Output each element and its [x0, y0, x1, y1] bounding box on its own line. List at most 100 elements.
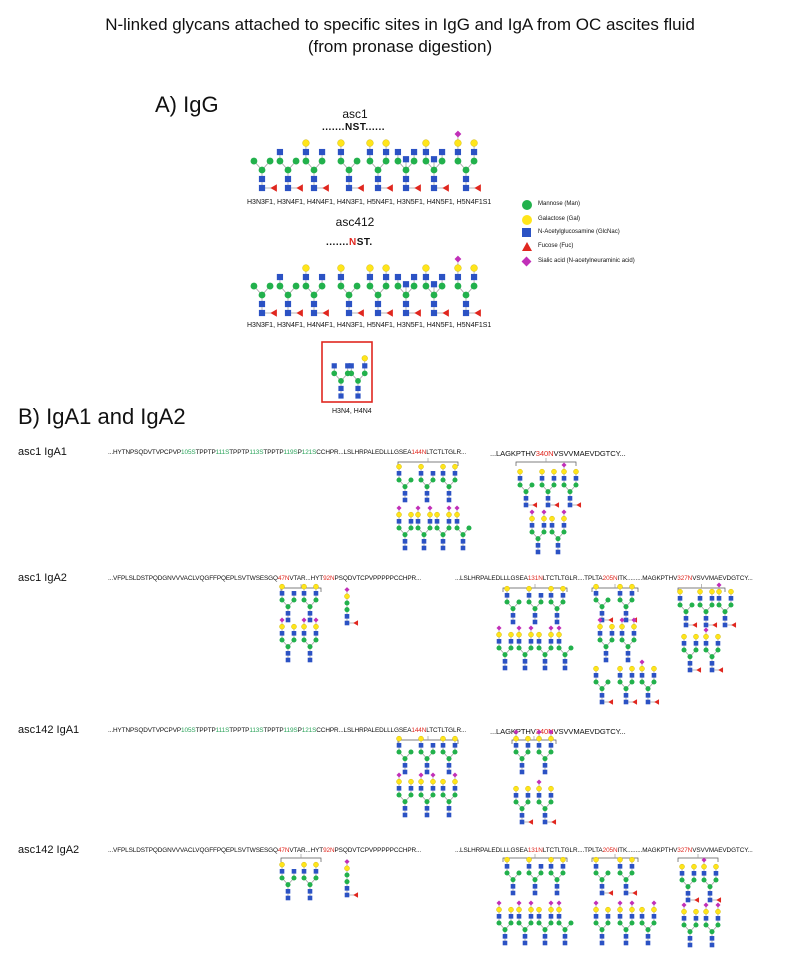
glycan — [681, 902, 699, 948]
glcnac-square — [310, 300, 318, 308]
mannose-circle — [549, 529, 555, 535]
glcnac-square — [687, 936, 693, 941]
mannose-circle — [496, 645, 502, 651]
mannose-circle — [522, 927, 528, 933]
fucose-triangle — [716, 897, 722, 903]
glcnac-square — [446, 812, 452, 818]
glcnac-square — [440, 471, 446, 476]
glycan — [504, 585, 522, 625]
glcnac-square — [402, 300, 410, 308]
sialic-acid-diamond — [516, 625, 522, 631]
glcnac-square — [331, 363, 337, 369]
glcnac-square — [440, 539, 446, 544]
mannose-circle — [722, 609, 728, 615]
glcnac-square — [374, 309, 382, 317]
glcnac-square — [542, 940, 548, 946]
glcnac-square — [427, 519, 433, 524]
site-bracket — [515, 458, 577, 466]
mannose-circle — [424, 484, 430, 490]
mannose-circle — [573, 482, 579, 488]
fucose-triangle — [696, 667, 702, 673]
sialic-acid-diamond — [617, 900, 623, 906]
glcnac-square — [629, 591, 635, 596]
galactose-circle — [617, 856, 623, 863]
mannose-circle — [728, 602, 734, 608]
galactose-circle — [681, 908, 687, 915]
mannose-circle — [532, 606, 538, 612]
galactose-circle — [703, 633, 709, 640]
galactose-circle — [517, 468, 523, 475]
mannose-circle — [528, 920, 534, 926]
mannose-circle — [344, 879, 350, 885]
mannose-circle — [446, 525, 452, 531]
glcnac-square — [382, 148, 390, 156]
glcnac-square — [523, 496, 529, 501]
glycan — [276, 273, 303, 317]
fucose-triangle — [528, 819, 534, 825]
glcnac-square — [542, 769, 548, 775]
glcnac-square — [683, 616, 689, 621]
mannose-circle — [424, 756, 430, 762]
glycan — [366, 264, 393, 317]
mannose-circle — [693, 922, 699, 928]
glcnac-square — [629, 673, 635, 678]
glcnac-square — [605, 914, 611, 919]
glcnac-square — [707, 891, 713, 896]
glcnac-square — [284, 184, 292, 192]
mannose-circle — [496, 920, 502, 926]
galactose-circle — [639, 906, 645, 913]
glcnac-square — [538, 593, 544, 598]
glcnac-square — [629, 864, 635, 869]
glcnac-square — [685, 891, 691, 896]
galactose-circle — [382, 139, 390, 147]
galactose-circle — [513, 735, 519, 742]
galactose-circle — [697, 588, 703, 595]
mannose-circle — [597, 637, 603, 643]
glcnac-square — [532, 890, 538, 896]
mannose-circle — [301, 875, 307, 881]
glcnac-square — [502, 934, 508, 939]
mannose-circle — [715, 647, 721, 653]
iga-row-label: asc142 IgA2 — [18, 844, 80, 856]
galactose-circle — [617, 665, 623, 672]
sialic-acid-diamond — [516, 900, 522, 906]
glcnac-square — [548, 864, 554, 869]
mannose-circle — [394, 282, 402, 290]
mannose-circle — [525, 799, 531, 805]
site-bracket — [511, 736, 557, 744]
glcnac-square — [430, 281, 438, 288]
mannose-circle — [258, 166, 266, 174]
mannose-circle — [538, 599, 544, 605]
glycan — [513, 729, 531, 775]
glcnac-square — [645, 940, 651, 946]
sialic-acid-diamond — [279, 617, 285, 623]
glcnac-square — [421, 539, 427, 544]
figure-subtitle: (from pronase digestion) — [307, 37, 493, 56]
legend-label: N-Acetylglucosamine (GlcNac) — [538, 229, 620, 235]
galactose-circle — [418, 735, 424, 742]
galactose-circle — [548, 735, 554, 742]
glcnac-square — [679, 871, 685, 876]
glycan — [394, 148, 421, 192]
glcnac-square — [623, 693, 629, 698]
glycan — [301, 583, 319, 623]
glcnac-square — [623, 884, 629, 889]
glcnac-square — [291, 869, 297, 874]
glcnac-square — [355, 385, 361, 392]
iga-row-label: asc1 IgA2 — [18, 572, 67, 584]
glcnac-square — [344, 620, 350, 626]
mannose-circle — [535, 536, 541, 542]
mannose-circle — [292, 157, 300, 165]
glcnac-square — [715, 916, 721, 921]
galactose-circle — [528, 631, 534, 638]
glcnac-square — [318, 148, 326, 156]
mannose-circle — [402, 291, 410, 299]
galactose-circle — [496, 906, 502, 913]
mannose-circle — [396, 525, 402, 531]
glcnac-square — [408, 519, 414, 524]
galactose-circle — [301, 623, 307, 630]
mannose-circle — [353, 157, 361, 165]
galactose-circle — [516, 631, 522, 638]
fucose-triangle — [608, 890, 614, 896]
glcnac-square — [424, 806, 430, 811]
